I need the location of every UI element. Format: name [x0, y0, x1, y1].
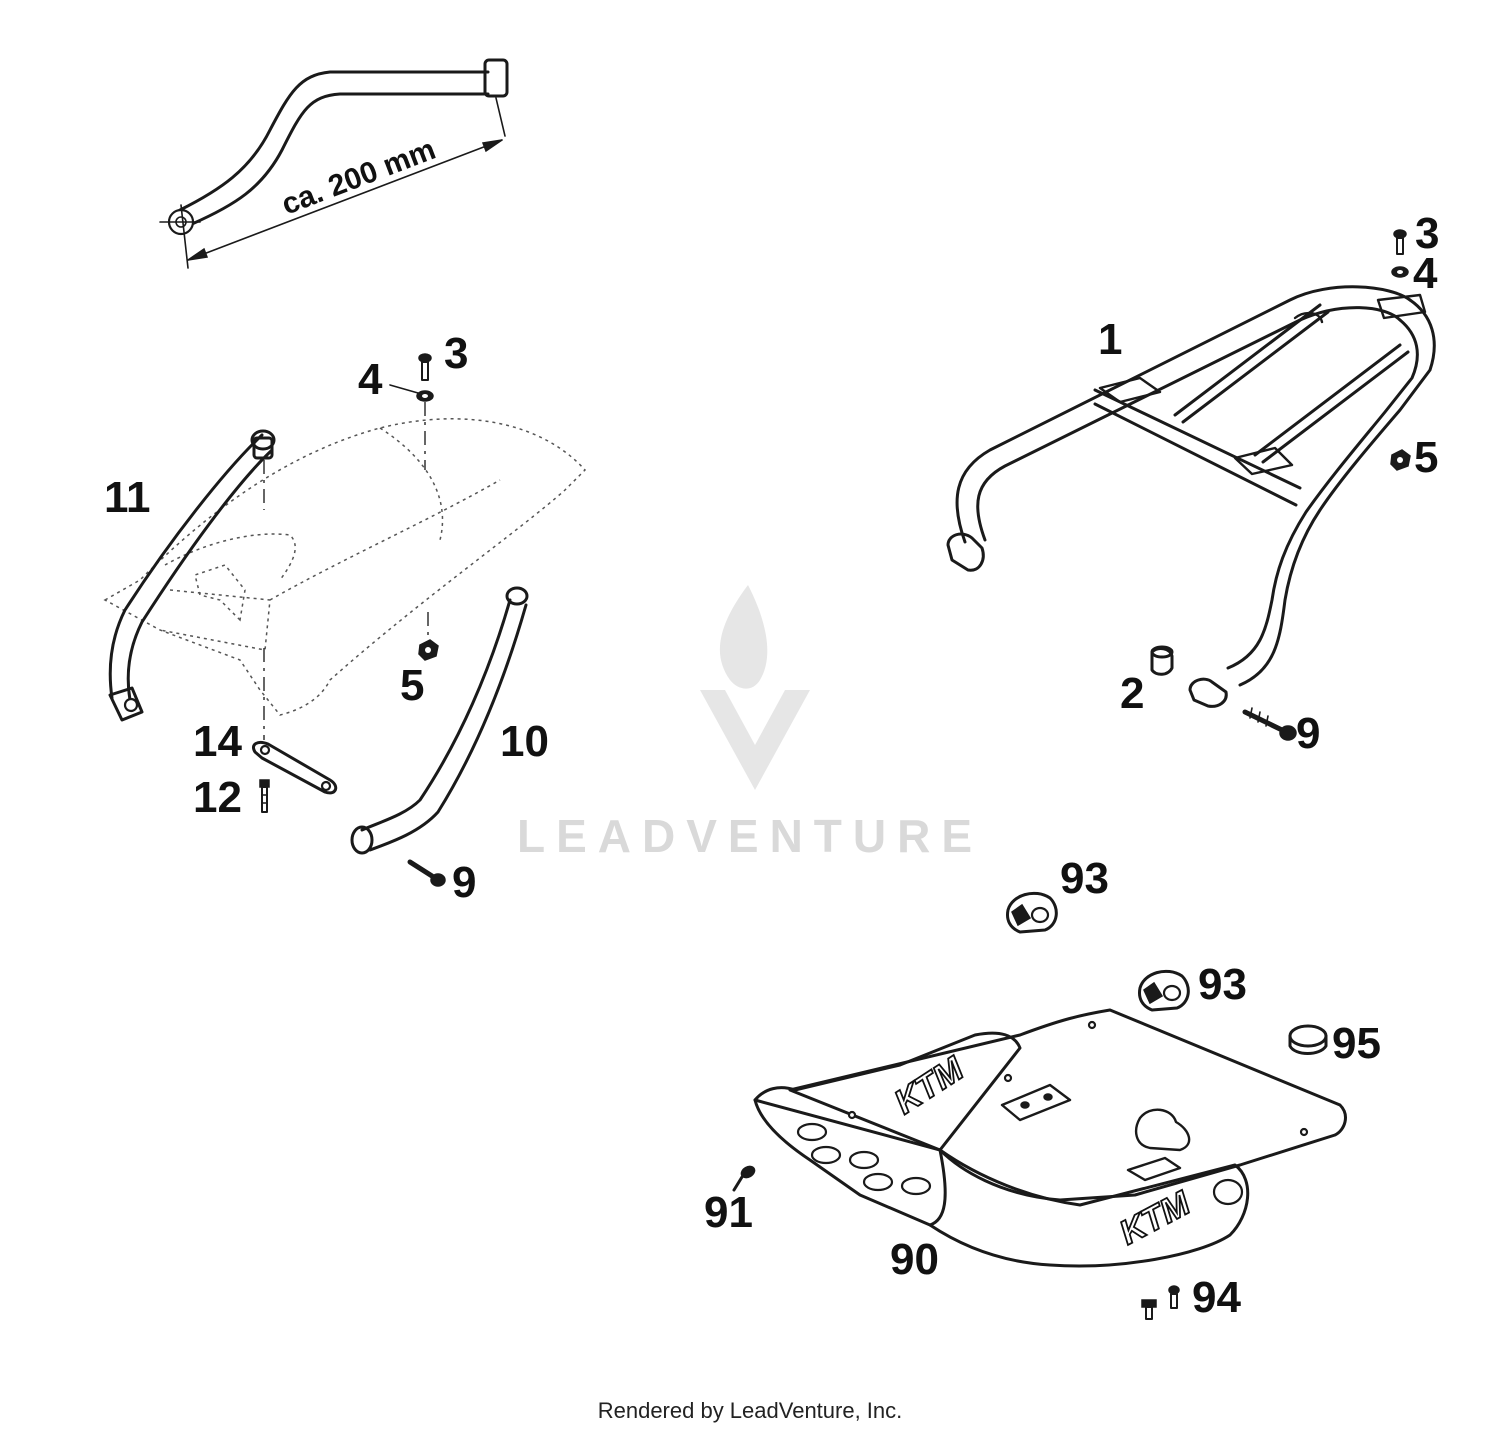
callout-12: 12	[193, 773, 242, 822]
dimension-label: ca. 200 mm	[277, 133, 440, 222]
rubber-mount-93b	[1138, 969, 1190, 1012]
callout-1: 1	[1098, 315, 1122, 364]
watermark: LEADVENTURE	[517, 585, 983, 862]
footer-credit: Rendered by LeadVenture, Inc.	[597, 1398, 903, 1423]
callout-90: 90	[890, 1235, 939, 1284]
plug-95	[1288, 1024, 1328, 1055]
handle-11	[108, 433, 264, 700]
callout-4-seat: 4	[358, 355, 383, 404]
rubber-mount-93a	[1006, 891, 1058, 934]
bolt-9-rack	[1242, 707, 1297, 741]
callout-labels: 3 4 11 5 14 12 10 9 3 4 1 5 2 9 93 93 95…	[104, 209, 1439, 1322]
seat-assembly	[103, 353, 587, 887]
washer-4-rack	[1391, 266, 1409, 278]
handle-dimension-detail: ca. 200 mm	[159, 58, 509, 269]
callout-5-rack: 5	[1414, 433, 1438, 482]
callout-3-seat: 3	[444, 329, 468, 378]
callout-3-rack: 3	[1415, 209, 1439, 258]
callout-11: 11	[104, 473, 151, 522]
screw-91	[732, 1165, 756, 1192]
screws-94	[1141, 1285, 1180, 1320]
callout-91: 91	[704, 1188, 753, 1237]
callout-93-b: 93	[1198, 960, 1247, 1009]
callout-4-rack: 4	[1413, 249, 1438, 298]
rack-assembly	[946, 229, 1436, 741]
watermark-brand: LEADVENTURE	[517, 810, 983, 862]
dimension-line	[187, 139, 503, 261]
skid-plate-side-logo: KTM	[888, 1049, 971, 1121]
watermark-flame-logo	[700, 585, 810, 790]
screw-3-rack	[1393, 229, 1407, 255]
callout-95: 95	[1332, 1019, 1381, 1068]
washer-4	[416, 390, 434, 402]
bolt-12	[259, 779, 270, 813]
skid-plate-90	[788, 1008, 1347, 1202]
callout-9-seat: 9	[452, 858, 476, 907]
skid-plate-assembly: KTM KTM	[732, 891, 1347, 1320]
nut-5	[418, 639, 439, 661]
seat-outline	[103, 418, 587, 716]
callout-94: 94	[1192, 1273, 1241, 1322]
screw-3	[418, 353, 432, 381]
handle-10	[360, 598, 512, 832]
bushing-2	[1150, 645, 1174, 676]
nut-5-rack	[1390, 449, 1411, 471]
callout-5-seat: 5	[400, 661, 424, 710]
rack-frame-1	[955, 285, 1412, 544]
bolt-9-seat	[407, 859, 446, 887]
callout-2: 2	[1120, 669, 1144, 718]
callout-93-a: 93	[1060, 854, 1109, 903]
callout-10: 10	[500, 717, 549, 766]
callout-9-rack: 9	[1296, 709, 1320, 758]
callout-14: 14	[193, 717, 242, 766]
bracket-14	[252, 740, 338, 795]
